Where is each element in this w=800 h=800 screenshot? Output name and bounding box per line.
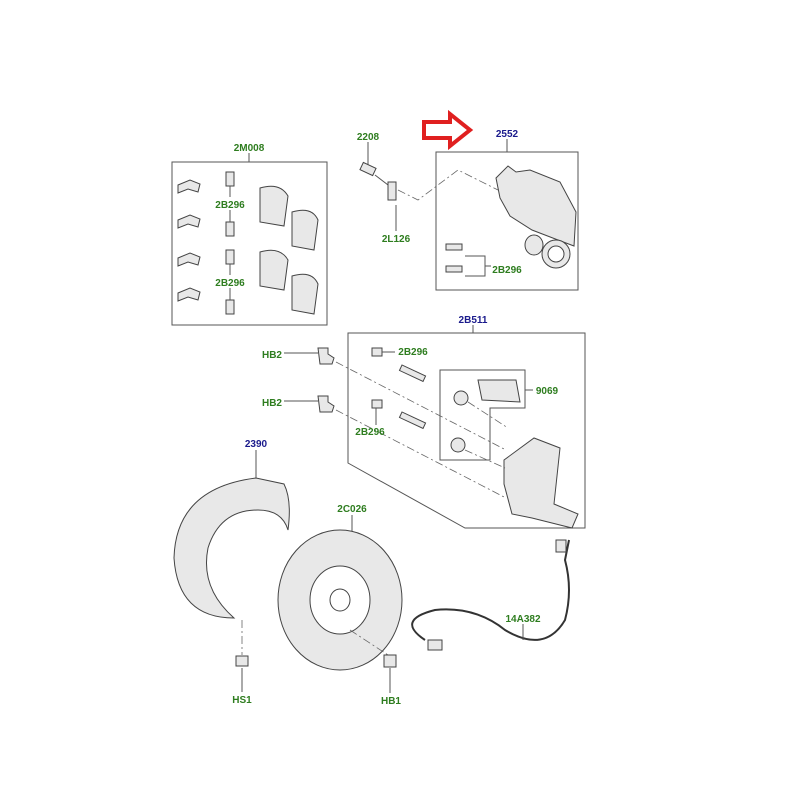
screw-icon bbox=[235, 655, 249, 667]
label-9069: 9069 bbox=[536, 386, 559, 397]
bolt-icon bbox=[445, 265, 463, 273]
splash-shield-icon bbox=[173, 477, 290, 619]
label-2208: 2208 bbox=[357, 132, 380, 143]
hub-bolt-icon bbox=[317, 347, 335, 365]
label-2390: 2390 bbox=[245, 439, 268, 450]
label-2b296: 2B296 bbox=[215, 278, 245, 289]
bolt-icon bbox=[371, 399, 383, 409]
label-hs1: HS1 bbox=[232, 695, 252, 706]
label-2m008: 2M008 bbox=[234, 143, 265, 154]
highlight-arrow-icon bbox=[422, 109, 474, 151]
bush-icon bbox=[453, 390, 469, 406]
label-2b296: 2B296 bbox=[355, 427, 385, 438]
label-2b296: 2B296 bbox=[492, 265, 522, 276]
clips-icon bbox=[177, 179, 201, 302]
brake-pads-icon bbox=[259, 185, 319, 315]
guide-kit-box bbox=[439, 369, 526, 461]
sensor-cable-icon bbox=[411, 539, 570, 641]
disc-bolt-icon bbox=[383, 654, 397, 668]
pad-kit-box bbox=[171, 161, 328, 326]
bolt-icon bbox=[445, 243, 463, 251]
caliper-group bbox=[422, 109, 579, 291]
seal-icon bbox=[524, 234, 544, 256]
label-2552: 2552 bbox=[496, 129, 519, 140]
caliper-box bbox=[435, 151, 579, 291]
brake-disc-group bbox=[277, 515, 403, 693]
label-2b296: 2B296 bbox=[215, 200, 245, 211]
label-2b511: 2B511 bbox=[459, 315, 488, 326]
splash-shield-group bbox=[173, 450, 290, 692]
bleed-hose-group bbox=[359, 142, 499, 231]
sensor-connector-icon bbox=[555, 539, 567, 553]
pad-kit-group bbox=[171, 153, 328, 326]
bush-icon bbox=[450, 437, 466, 453]
label-14a382: 14A382 bbox=[505, 614, 540, 625]
carrier-bracket-icon bbox=[503, 437, 579, 529]
label-2l126: 2L126 bbox=[382, 234, 411, 245]
label-hb1: HB1 bbox=[381, 696, 401, 707]
label-2b296: 2B296 bbox=[398, 347, 428, 358]
label-hb2: HB2 bbox=[262, 350, 282, 361]
bolt-icon bbox=[371, 347, 383, 357]
pin-cover-icon bbox=[477, 379, 521, 403]
hub-bolt-icon bbox=[317, 395, 335, 413]
label-hb2: HB2 bbox=[262, 398, 282, 409]
label-2c026: 2C026 bbox=[337, 504, 367, 515]
caliper-icon bbox=[495, 165, 577, 247]
carrier-group bbox=[284, 325, 586, 529]
carrier-box bbox=[347, 332, 586, 529]
abs-sensor-group bbox=[411, 539, 570, 651]
